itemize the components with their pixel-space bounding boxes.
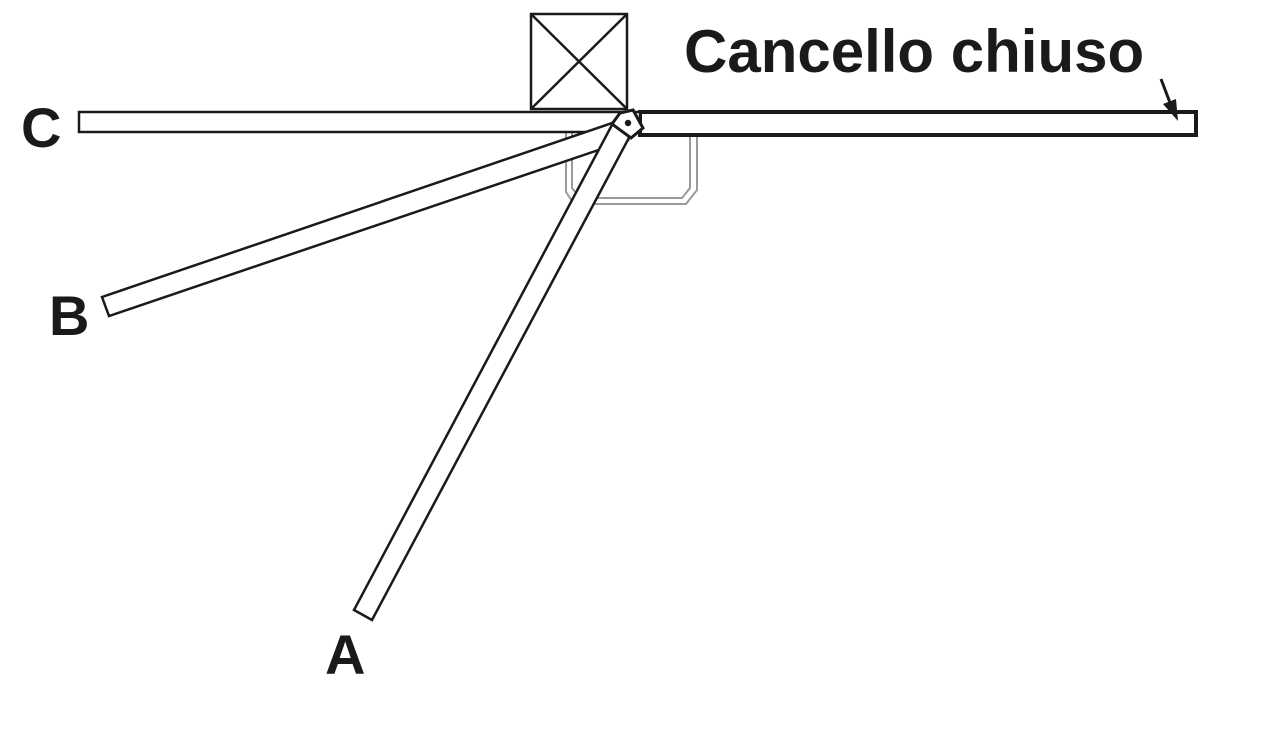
position-label-c: C	[21, 96, 61, 159]
housing-outline-inner	[571, 112, 691, 199]
gate-leaf-closed	[638, 110, 1198, 137]
underground-housing	[565, 112, 698, 205]
arrow-icon	[1159, 78, 1178, 121]
gate-post-icon	[529, 12, 629, 111]
housing-outline-outer	[565, 112, 698, 205]
hinge-pin-icon	[609, 108, 645, 140]
position-label-b: B	[49, 284, 89, 347]
title-label: Cancello chiuso	[684, 18, 1144, 85]
gate-leaf-position-c	[77, 110, 642, 134]
position-label-a: A	[325, 623, 365, 686]
